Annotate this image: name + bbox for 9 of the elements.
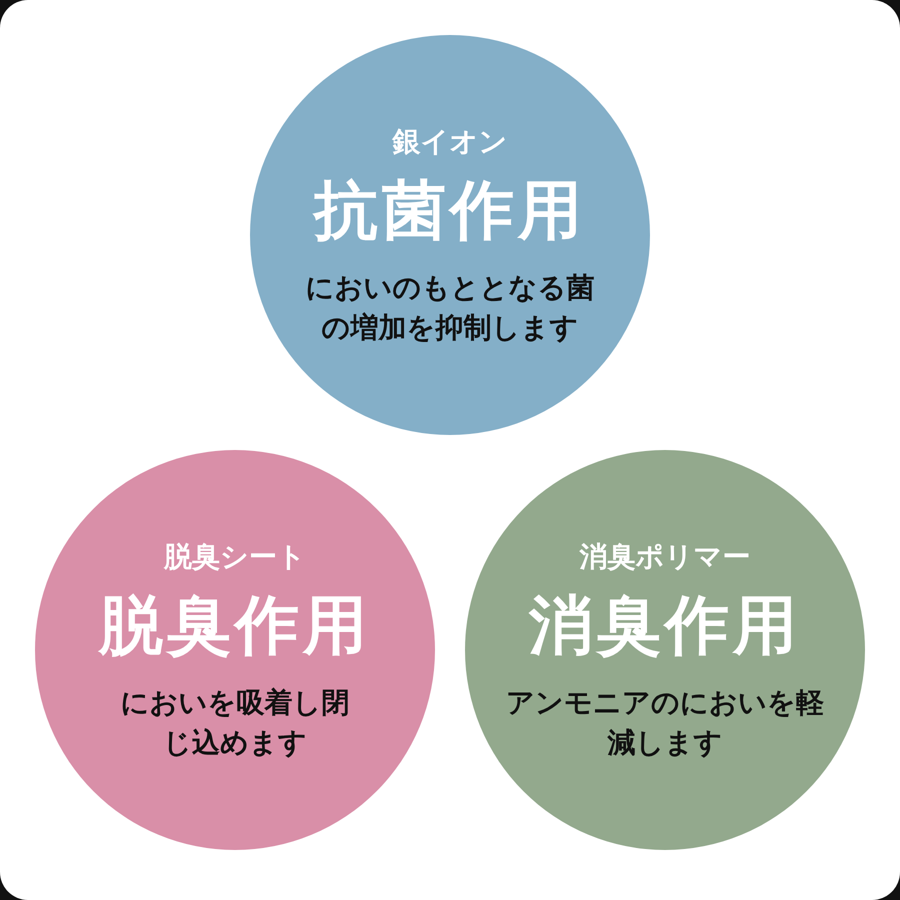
feature-description: アンモニアのにおいを軽減します (505, 685, 825, 760)
material-label: 銀イオン (392, 124, 508, 160)
material-label: 消臭ポリマー (580, 539, 750, 576)
feature-description: においのもととなる菌の増加を抑制します (304, 270, 596, 346)
material-label: 脱臭シート (164, 539, 306, 576)
feature-title: 消臭作用 (529, 588, 801, 666)
feature-title: 抗菌作用 (314, 173, 586, 250)
feature-description: においを吸着し閉じ込めます (120, 685, 350, 760)
feature-title: 脱臭作用 (99, 588, 371, 666)
